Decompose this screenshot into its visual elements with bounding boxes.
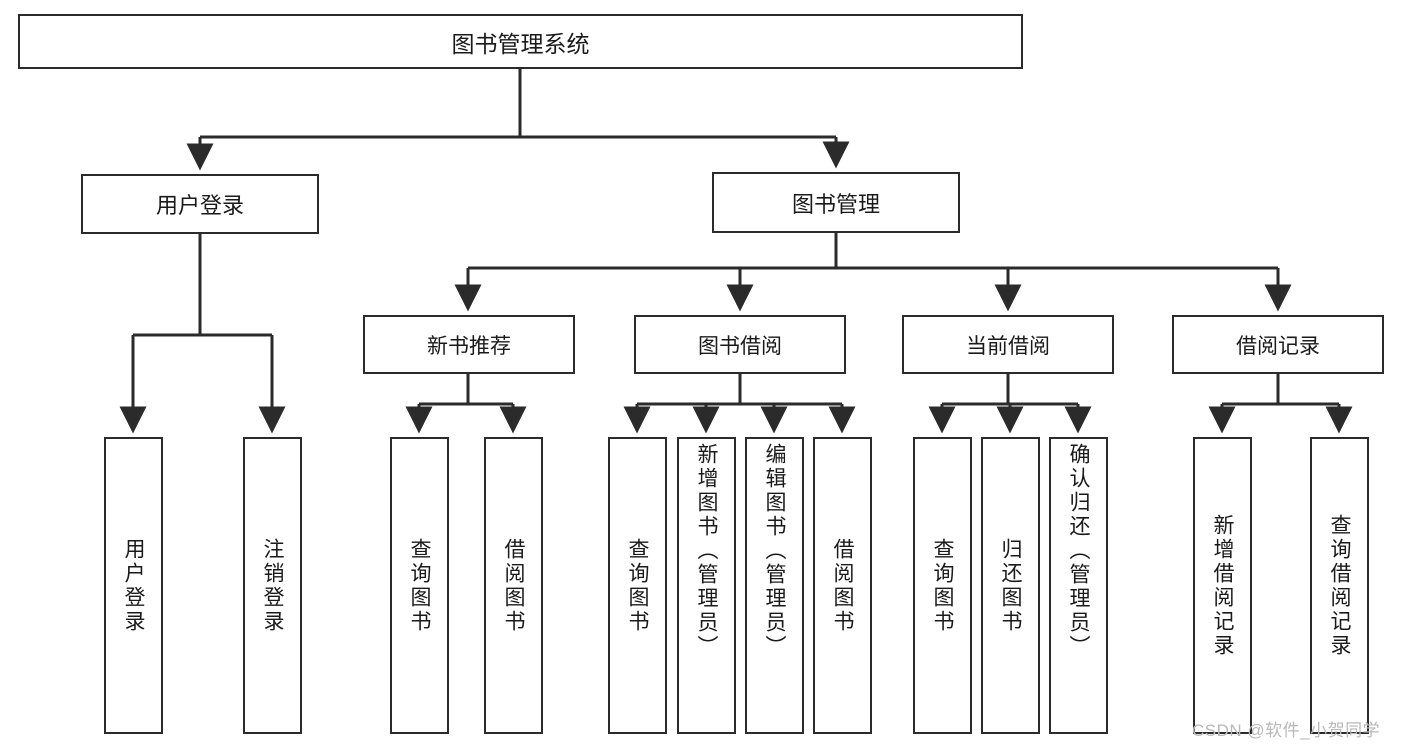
- node-book-management-label: 图书管理: [791, 191, 880, 217]
- leaf-confirm-return-admin[interactable]: 确认归还（管理员）: [1049, 437, 1108, 734]
- node-new-book-recommend-label: 新书推荐: [427, 334, 511, 358]
- leaf-add-borrow-record-label: 新增借阅记录: [1211, 513, 1234, 658]
- leaf-return-book-label: 归还图书: [999, 537, 1022, 634]
- leaf-return-book[interactable]: 归还图书: [981, 437, 1040, 734]
- leaf-user-login[interactable]: 用户登录: [104, 437, 163, 734]
- leaf-add-book-admin[interactable]: 新增图书（管理员）: [677, 437, 736, 734]
- leaf-query-book-current[interactable]: 查询图书: [913, 437, 972, 734]
- leaf-borrow-book-newbook-label: 借阅图书: [502, 537, 525, 634]
- leaf-query-book-current-label: 查询图书: [931, 537, 954, 634]
- node-current-borrow[interactable]: 当前借阅: [902, 315, 1114, 374]
- leaf-logout-label: 注销登录: [261, 537, 284, 634]
- node-book-borrow[interactable]: 图书借阅: [634, 315, 846, 374]
- leaf-borrow-book-label: 借阅图书: [831, 537, 854, 634]
- node-borrow-record-label: 借阅记录: [1236, 334, 1320, 358]
- node-user-login[interactable]: 用户登录: [81, 174, 319, 234]
- leaf-borrow-book-newbook[interactable]: 借阅图书: [484, 437, 543, 734]
- leaf-query-borrow-record-label: 查询借阅记录: [1328, 513, 1351, 658]
- node-new-book-recommend[interactable]: 新书推荐: [363, 315, 575, 374]
- leaf-query-book-borrow-label: 查询图书: [626, 537, 649, 634]
- leaf-add-book-admin-label: 新增图书（管理员）: [695, 443, 718, 659]
- leaf-add-borrow-record[interactable]: 新增借阅记录: [1193, 437, 1252, 734]
- leaf-logout[interactable]: 注销登录: [243, 437, 302, 734]
- leaf-user-login-label: 用户登录: [122, 537, 145, 634]
- leaf-query-borrow-record[interactable]: 查询借阅记录: [1310, 437, 1369, 734]
- leaf-query-book-newbook[interactable]: 查询图书: [390, 437, 449, 734]
- leaf-query-book-newbook-label: 查询图书: [408, 537, 431, 634]
- node-current-borrow-label: 当前借阅: [966, 334, 1050, 358]
- leaf-edit-book-admin[interactable]: 编辑图书（管理员）: [745, 437, 804, 734]
- node-book-management[interactable]: 图书管理: [712, 172, 960, 233]
- node-borrow-record[interactable]: 借阅记录: [1172, 315, 1384, 374]
- node-root-label: 图书管理系统: [451, 30, 590, 57]
- node-root[interactable]: 图书管理系统: [18, 14, 1023, 69]
- leaf-edit-book-admin-label: 编辑图书（管理员）: [763, 443, 786, 659]
- leaf-query-book-borrow[interactable]: 查询图书: [608, 437, 667, 734]
- node-user-login-label: 用户登录: [155, 193, 244, 218]
- csdn-watermark: CSDN @软件_小贺同学: [1192, 721, 1381, 740]
- node-book-borrow-label: 图书借阅: [698, 334, 782, 358]
- leaf-borrow-book[interactable]: 借阅图书: [813, 437, 872, 734]
- leaf-confirm-return-admin-label: 确认归还（管理员）: [1067, 443, 1090, 659]
